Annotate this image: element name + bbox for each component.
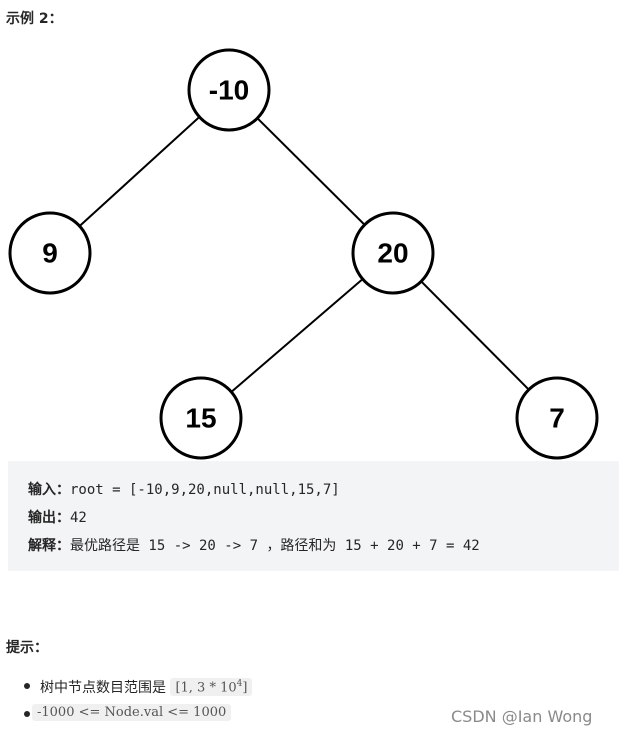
tree-node: 20 (351, 211, 435, 295)
input-line: 输入：root = [-10,9,20,null,null,15,7] (28, 479, 340, 499)
explanation-line: 解释：最优路径是 15 -> 20 -> 7 ，路径和为 15 + 20 + 7… (28, 535, 480, 555)
bullet-icon (24, 683, 30, 689)
tree-node-label: -10 (209, 75, 249, 106)
range-code-end: ] (242, 680, 248, 695)
example-title: 示例 2： (6, 11, 63, 27)
tree-node-label: 15 (185, 403, 216, 434)
node-value-range-code: -1000 <= Node.val <= 1000 (32, 704, 232, 721)
tips-list: 树中节点数目范围是 [1, 3 * 104] -1000 <= Node.val… (24, 676, 253, 732)
example-code-block: 输入：root = [-10,9,20,null,null,15,7] 输出：4… (8, 461, 619, 571)
node-count-range-code: [1, 3 * 104] (170, 677, 253, 696)
explanation-path: 15 -> 20 -> 7 (140, 538, 267, 554)
range-code-exponent: 4 (236, 678, 243, 689)
tree-node-circle (8, 211, 92, 295)
tip-text: 树中节点数目范围是 (40, 680, 166, 696)
explanation-text-2: ，路径和为 (266, 538, 337, 554)
tip-item-node-count: 树中节点数目范围是 [1, 3 * 104] (24, 676, 253, 704)
tree-node: 15 (159, 376, 243, 460)
bullet-icon (24, 711, 30, 717)
tip-item-node-value: -1000 <= Node.val <= 1000 (24, 704, 252, 732)
input-value: root = [-10,9,20,null,null,15,7] (70, 482, 340, 498)
tips-title: 提示： (6, 640, 48, 656)
tree-node-circle (187, 48, 271, 132)
range-code-base: [1, 3 * 10 (175, 680, 237, 695)
tree-node-label: 9 (42, 238, 58, 269)
output-line: 输出：42 (28, 507, 87, 527)
tree-node: -10 (187, 48, 271, 132)
tree-node: 9 (8, 211, 92, 295)
binary-tree-diagram: -10 9 20 15 7 (8, 48, 599, 460)
tree-node-label: 20 (377, 238, 408, 269)
tree-node-circle (351, 211, 435, 295)
tree-node-circle (159, 376, 243, 460)
tree-node-label: 7 (549, 403, 565, 434)
tree-edge (200, 252, 394, 419)
tree-node: 7 (515, 376, 599, 460)
explanation-label: 解释： (28, 538, 70, 554)
output-value: 42 (70, 510, 87, 526)
tree-node-circle (515, 376, 599, 460)
watermark: CSDN @Ian Wong (451, 707, 593, 726)
explanation-text-1: 最优路径是 (70, 538, 140, 554)
output-label: 输出： (28, 510, 70, 526)
input-label: 输入： (28, 482, 70, 498)
explanation-sum: 15 + 20 + 7 = 42 (336, 538, 480, 554)
